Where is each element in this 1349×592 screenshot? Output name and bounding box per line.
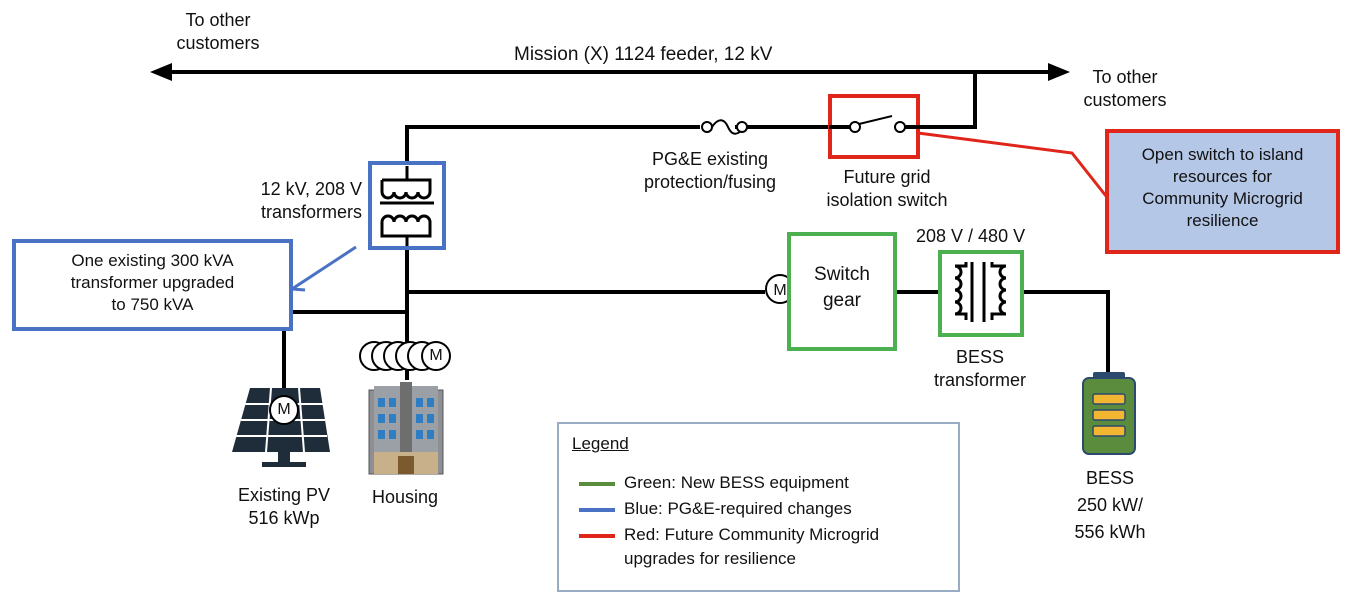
housing-meters-icon [359, 341, 451, 371]
fuse-icon [701, 119, 748, 135]
service-bus [282, 72, 1110, 395]
switch-callout-box [1105, 129, 1340, 254]
housing-meter-letter: M [429, 347, 443, 364]
battery-icon [1082, 372, 1136, 455]
legend-text: Red: Future Community Microgrid [624, 525, 880, 544]
upgrade-callout-box [12, 239, 293, 331]
pv-meter-icon [269, 395, 299, 425]
arrow-right-icon [1048, 63, 1070, 81]
bess-transformer-box [938, 250, 1024, 337]
legend-item-red-cont: upgrades for resilience [624, 549, 796, 568]
arrow-left-icon [150, 63, 172, 81]
legend-text: Green: New BESS equipment [624, 473, 849, 492]
legend-swatch [579, 507, 615, 512]
bess-transformer-icon [954, 262, 1007, 322]
feeder-line [150, 63, 1070, 81]
pv-meter-letter: M [277, 401, 291, 418]
feeder-title: Mission (X) 1124 feeder, 12 kV [514, 44, 773, 65]
legend: Legend Green: New BESS equipment Blue: P… [557, 422, 960, 592]
legend-text: Blue: PG&E-required changes [624, 499, 852, 518]
solar-panel-icon [232, 387, 330, 467]
upgrade-callout-connector [287, 245, 357, 292]
diagram-canvas [12, 63, 1340, 475]
switchgear-meter-letter: M [773, 282, 787, 299]
legend-item-blue: Blue: PG&E-required changes [579, 498, 852, 520]
legend-swatch [579, 533, 615, 538]
housing-building-icon [368, 382, 444, 475]
switchgear-box [787, 232, 897, 351]
bess-transformer-rating: 208 V / 480 V [916, 226, 1026, 246]
legend-item-red: Red: Future Community Microgrid [579, 524, 879, 546]
transformer-icon [380, 166, 434, 246]
legend-swatch [579, 481, 615, 486]
switch-callout-connector [917, 131, 1108, 197]
open-switch-icon [829, 115, 920, 133]
legend-title: Legend [572, 434, 629, 453]
legend-item-green: Green: New BESS equipment [579, 472, 849, 494]
housing-label: Housing [371, 487, 439, 507]
